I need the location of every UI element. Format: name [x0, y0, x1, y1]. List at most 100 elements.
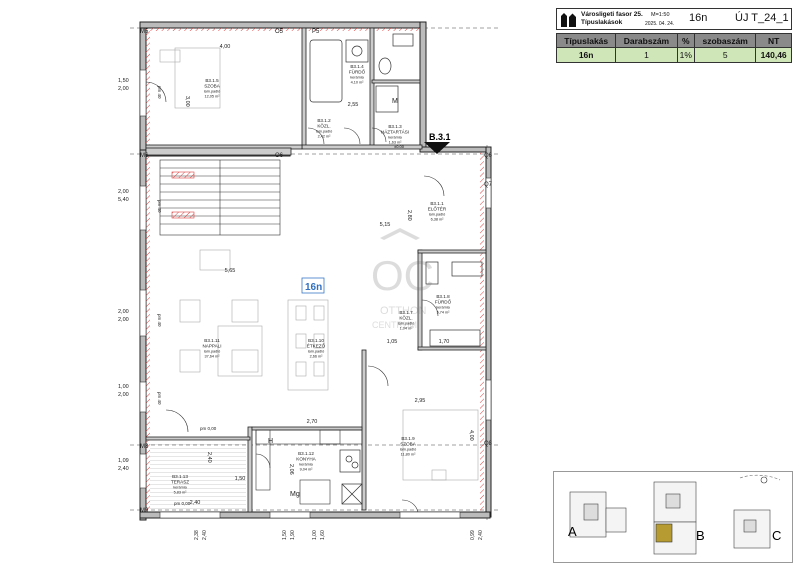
staircase — [159, 159, 281, 236]
apartment-code: 16n — [689, 12, 708, 24]
misc-label: pm 40 — [157, 86, 162, 99]
watermark-sub1: OTTHON — [380, 305, 426, 317]
dimension-h: 5,15 — [380, 222, 391, 228]
furniture — [159, 47, 479, 481]
windows — [139, 69, 492, 519]
kitchen-counter — [255, 429, 363, 505]
dimension-v: 2,40 — [118, 466, 129, 472]
room-floor: lam.padló — [400, 448, 416, 452]
key-plan-drawing: A B C — [568, 474, 781, 555]
date-label: 2025. 04. 24. — [645, 21, 675, 27]
room-name: FÜRDŐ — [349, 69, 366, 75]
title-block: Városligeti fasor 25. Típuslakások M=1:5… — [555, 8, 792, 64]
col-header: Típuslakás — [555, 33, 617, 48]
room-code: B3.1.2 — [317, 118, 331, 123]
room-area: 1,04 m² — [400, 327, 414, 331]
bottom-dimension: 1,90 — [290, 530, 296, 540]
axis-tag: Q7 — [484, 182, 493, 188]
room-name: NAPPALI — [202, 344, 221, 349]
col-header: Darabszám — [615, 33, 678, 48]
dimension-v: 3,00 — [184, 96, 190, 107]
cell-value: 1% — [676, 47, 696, 63]
dimension-h: 1,70 — [439, 339, 450, 345]
col-header: szobaszám — [694, 33, 757, 48]
key-plan-label-c: C — [772, 528, 781, 543]
misc-label: M — [392, 98, 398, 105]
door-swings — [145, 81, 445, 513]
room-code: B3.1.1 — [430, 201, 444, 206]
misc-label: pm 40 — [157, 314, 162, 327]
watermark-sub2: CENTRUM — [372, 320, 417, 330]
section-mark-label: B.3.1 — [429, 132, 451, 142]
room-area: 1,63 m² — [389, 141, 403, 145]
key-plan-highlight — [655, 523, 673, 543]
key-plan-label-a: A — [568, 524, 577, 539]
room-name: HÁZTARTÁSI — [381, 129, 409, 135]
room-area: 6,38 m² — [431, 218, 445, 222]
axis-tag: Q8 — [484, 441, 493, 447]
bottom-dimension: 0,99 — [470, 530, 476, 540]
room-name: KONYHA — [296, 457, 316, 462]
dimension-h: 2,55 — [348, 102, 359, 108]
room-code: B3.1.3 — [388, 124, 402, 129]
room-code: B3.1.9 — [401, 436, 415, 441]
room-area: 2,66 m² — [310, 355, 324, 359]
misc-label: pm 0,00 — [174, 501, 191, 506]
dimension-h: 2,40 — [190, 500, 201, 506]
room-area: 5,74 m² — [437, 311, 451, 315]
dimension-v: 4,00 — [468, 430, 474, 441]
bottom-dimension: 2,40 — [202, 530, 208, 540]
room-floor: kerámia — [299, 463, 313, 467]
section-mark: B.3.1 ±0.00 — [394, 132, 451, 154]
room-area: 5,83 m² — [174, 491, 188, 495]
dimension-v: 2,00 — [118, 392, 129, 398]
dimension-v: 5,40 — [118, 197, 129, 203]
room-code: B3.1.7 — [399, 310, 413, 315]
summary-value-row: 16n 1 1% 5 140,46 — [555, 47, 792, 63]
dimension-v: 2,00 — [118, 86, 129, 92]
room-name: ÉTKEZŐ — [307, 343, 326, 349]
bottom-dimension: 1,00 — [312, 530, 318, 540]
room-code: B3.1.12 — [298, 451, 314, 456]
room-floor: lam.padló — [429, 213, 445, 217]
room-area: 37,64 m² — [205, 355, 221, 359]
wall-hatch — [146, 28, 484, 512]
room-code: B3.1.13 — [172, 474, 188, 479]
room-area: 11,80 m² — [401, 453, 416, 457]
room-floor: lam.padló — [204, 350, 220, 354]
title-row: Városligeti fasor 25. Típuslakások M=1:5… — [556, 8, 792, 30]
vertical-dimensions: 3,001,502,002,005,402,002,001,002,001,09… — [118, 78, 474, 475]
cell-value: 1 — [615, 47, 678, 63]
dimension-v: 2,06 — [288, 464, 294, 475]
dimension-h: 5,65 — [225, 268, 236, 274]
dimension-h: 2,95 — [415, 398, 426, 404]
room-floor: lam.padló — [308, 350, 324, 354]
room-floor: kerámia — [350, 76, 364, 80]
dimension-v: 2,00 — [118, 189, 129, 195]
misc-label: pm 40 — [157, 392, 162, 405]
cell-value: 140,46 — [755, 47, 792, 63]
room-floor: kerámia — [173, 486, 187, 490]
cell-value: 5 — [694, 47, 757, 63]
room-code: B3.1.11 — [204, 338, 220, 343]
project-name: Városligeti fasor 25. Típuslakások — [581, 11, 643, 27]
misc-label: H — [268, 438, 273, 445]
col-header: % — [676, 33, 696, 48]
scale-label: M=1:50 — [651, 12, 670, 18]
misc-label: pm 40 — [157, 200, 162, 213]
axis-tag: O6 — [275, 153, 284, 159]
dimension-h: 4,00 — [220, 44, 231, 50]
axis-tag: M9 — [140, 508, 149, 514]
key-plan-label-b: B — [696, 528, 705, 543]
cell-value: 16n — [555, 47, 617, 63]
key-plan: A B C — [553, 471, 793, 563]
room-area: 9,04 m² — [300, 468, 314, 472]
floor-plan: B.3.1 ±0.00 OC OTTHON CENTRUM 16n B3.1.5… — [118, 21, 500, 540]
project-sub-line: Típuslakások — [581, 19, 623, 26]
summary-header-row: Típuslakás Darabszám % szobaszám NT — [555, 33, 792, 48]
bottom-dimension: 1,60 — [320, 530, 326, 540]
